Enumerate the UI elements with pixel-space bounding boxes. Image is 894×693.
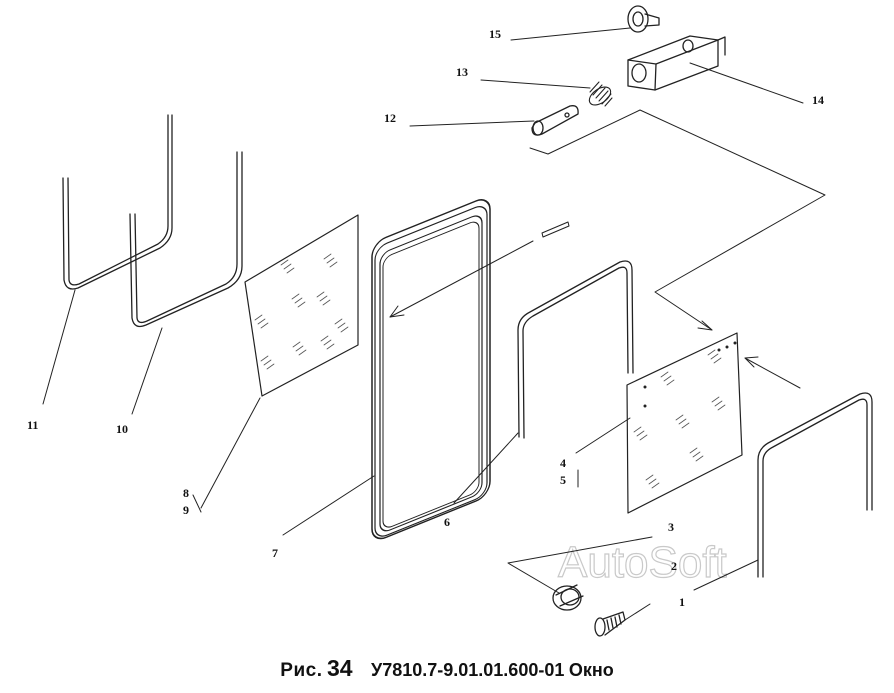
part-6-seal <box>517 260 634 439</box>
assembly-lines <box>389 109 826 621</box>
leader-lines <box>42 27 804 591</box>
part-4-glass <box>626 332 743 514</box>
callout-11: 11 <box>27 418 38 432</box>
part-13-spring <box>588 81 613 107</box>
part-8-glass <box>244 214 359 397</box>
callout-10: 10 <box>116 422 128 436</box>
small-spacer <box>541 221 570 238</box>
part-1-seal <box>757 392 873 578</box>
figure-caption: Рис. 34 У7810.7-9.01.01.600-01 Окно <box>0 655 894 682</box>
caption-number: 34 <box>326 655 353 681</box>
part-15-knob <box>627 5 660 33</box>
callout-6: 6 <box>444 515 450 529</box>
callout-8: 8 <box>183 486 189 500</box>
caption-title: Окно <box>568 660 614 680</box>
callout-4: 4 <box>560 456 566 470</box>
callout-7: 7 <box>272 546 278 560</box>
part-11-seal <box>62 114 173 290</box>
callout-1: 1 <box>679 595 685 609</box>
part-14-bracket <box>627 35 726 91</box>
watermark: AutoSoft <box>558 538 727 587</box>
callout-15: 15 <box>489 27 501 41</box>
part-7-frame <box>371 199 491 540</box>
caption-code: У7810.7-9.01.01.600-01 <box>371 660 565 680</box>
callout-13: 13 <box>456 65 468 79</box>
callout-5: 5 <box>560 473 566 487</box>
part-12-pin <box>531 105 579 136</box>
part-3-ring <box>552 584 584 611</box>
part-2-screw <box>594 611 626 637</box>
part-10-seal <box>129 151 243 328</box>
callout-14: 14 <box>812 93 824 107</box>
callout-labels: 15 13 12 14 11 10 8 9 7 6 4 5 3 2 1 <box>27 27 824 609</box>
caption-prefix: Рис. <box>280 660 323 681</box>
callout-2: 2 <box>671 559 677 573</box>
callout-12: 12 <box>384 111 396 125</box>
callout-9: 9 <box>183 503 189 517</box>
callout-3: 3 <box>668 520 674 534</box>
